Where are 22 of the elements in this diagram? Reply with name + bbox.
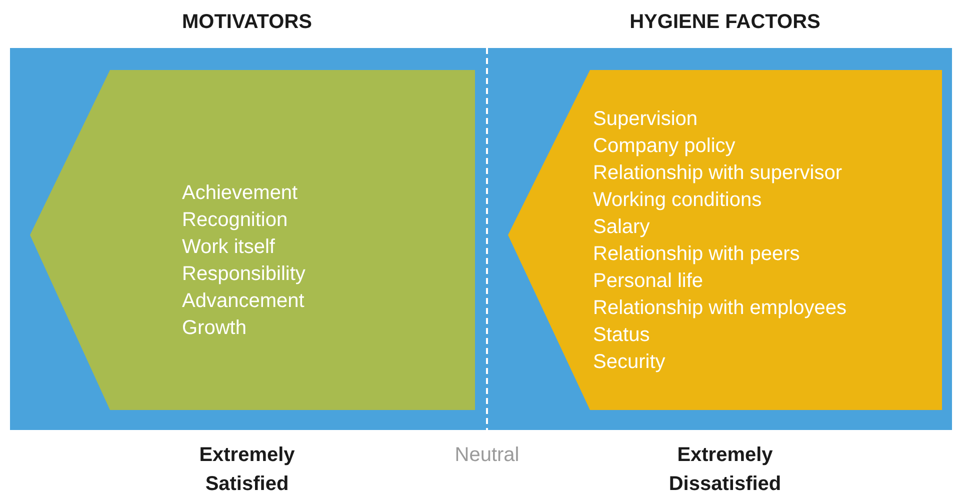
list-item: Achievement	[182, 181, 299, 206]
column-heading: MOTIVATORS	[181, 10, 313, 35]
background-panel	[10, 48, 952, 430]
list-item: Security	[593, 350, 666, 375]
list-item: Relationship with employees	[593, 296, 846, 321]
scale-label: Extremely Dissatisfied	[668, 443, 782, 496]
list-item: Salary	[593, 215, 651, 240]
scale-label: Extremely Satisfied	[198, 443, 296, 496]
column-heading: HYGIENE FACTORS	[628, 10, 822, 35]
list-item: Growth	[182, 316, 248, 341]
list-item: Advancement	[182, 289, 306, 314]
list-item: Work itself	[182, 235, 276, 260]
list-item: Supervision	[593, 107, 699, 132]
scale-label: Neutral	[454, 443, 520, 468]
list-item: Company policy	[593, 134, 736, 159]
list-item: Personal life	[593, 269, 704, 294]
list-item: Relationship with supervisor	[593, 161, 844, 186]
list-item: Responsibility	[182, 262, 306, 287]
list-item: Relationship with peers	[593, 242, 801, 267]
list-item: Status	[593, 323, 651, 348]
list-item: Recognition	[182, 208, 289, 233]
list-item: Working conditions	[593, 188, 763, 213]
